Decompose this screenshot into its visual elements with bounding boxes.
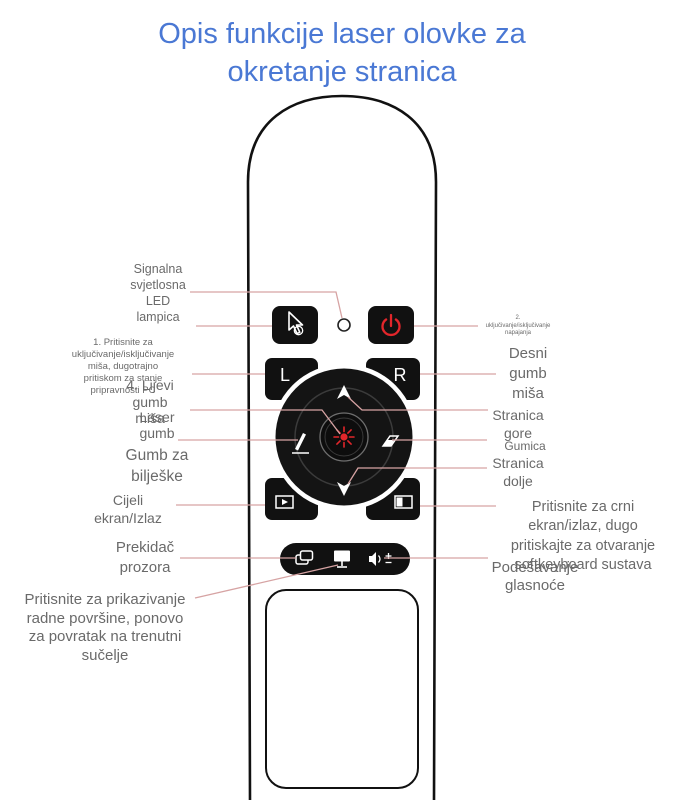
label-line: Podešavanje [491,559,579,576]
page-up-label: Stranica gore [478,406,558,442]
label-line: Desni [508,345,548,362]
black-screen-label: Pritisnite za crni ekran/izlaz, dugo pri… [487,498,679,575]
remote-bottom-panel [265,589,419,789]
mouse-toggle-button [272,306,318,344]
cursor-icon [288,311,304,336]
label-line: Gumb za [125,447,189,464]
power-icon [381,313,401,337]
pen-icon [292,433,309,454]
left-mouse-label: 4. Lijevi gumb miša [105,377,195,427]
eraser-icon [381,435,400,447]
label-line: uključivanje/isključivanje [71,349,175,360]
right-mouse-label: Desni gumb miša [488,344,568,404]
label-line: Pritisnite za prikazivanje [24,591,186,608]
label-line: svjetlosna [130,278,186,292]
label-line: 4. Lijevi [126,377,174,393]
eraser-label: Gumica [490,439,560,453]
label-line: miša, dugotrajno [87,361,159,372]
title-line: okretanje stranica [227,56,457,88]
power-button [368,306,414,344]
volume-plus-minus-icon [369,552,392,566]
label-line: pritiskajte za otvaranje [510,537,656,554]
label-line: sučelje [81,647,129,665]
label-line: pripravnosti PC [90,385,156,396]
label-line: Gumica [504,439,546,453]
label-line: lampica [136,310,180,324]
notes-label: Gumb za bilješke [107,445,207,487]
label-line: Signalna [133,262,183,276]
monitor-icon [334,550,350,568]
label-line: gumb [139,425,175,441]
label-line: gumb [509,365,547,382]
label-line: bilješke [131,468,183,485]
label-line: Prekidač [115,539,175,556]
label-line: pritiskom za stanje [83,373,163,384]
label-line: Laser [139,409,175,425]
led-indicator [337,318,351,332]
navigation-pad [271,364,417,510]
label-line: Cijeli [112,492,144,508]
label-line: softkeyboard sustava [514,556,652,573]
leader-line-led [190,291,343,319]
desktop-label: Pritisnite za prikazivanje radne površin… [5,591,205,666]
label-line: Stranica [492,407,544,423]
label-line: gumb [132,393,168,410]
label-line: 2. [515,315,521,321]
label-line: prozora [119,558,171,576]
label-line: za povratak na trenutni [28,628,182,646]
label-line: glasnoće [504,577,566,594]
label-line: napajanja [504,330,532,336]
windows-icon [295,550,314,565]
leader-line-desktop [194,564,339,599]
label-line: miša [135,410,165,426]
label-line: dolje [503,473,533,489]
power-label: 2. uključivanje/isključivanje napajanja [473,315,563,338]
label-line: Stranica [492,455,544,471]
leader-lines [176,291,496,599]
leader-line-page-up [347,396,488,411]
black-screen-icon [394,495,413,509]
label-line: ekran/izlaz, dugo [528,518,638,535]
arrow-down-icon [337,482,351,496]
led-lamp-label: Signalna svjetlosna LED lampica [98,261,218,325]
label-line: uključivanje/isključivanje [485,322,551,329]
arrow-up-icon [337,385,351,399]
page-title: Opis funkcije laser olovke za okretanje … [0,15,684,91]
mouse-toggle-label: 1. Pritisnite za uključivanje/isključiva… [48,337,198,397]
play-screen-icon [275,495,294,509]
laser-button [319,412,369,462]
fullscreen-label: Cijeli ekran/Izlaz [73,491,183,527]
label-line: radne površine, ponovo [26,609,184,627]
label-line: ekran/Izlaz [94,510,162,526]
volume-label: Podešavanje glasnoće [480,559,590,595]
bottom-button-bar [280,543,410,575]
window-switch-label: Prekidač prozora [95,538,195,577]
label-line: LED [145,294,171,308]
label-line: Pritisnite za crni [531,499,635,515]
label-line: 1. Pritisnite za [93,337,153,348]
title-line: Opis funkcije laser olovke za [158,18,526,50]
leader-line-laser [190,409,341,435]
label-line: miša [512,385,544,402]
left-button-letter: L [280,365,290,385]
page-down-label: Stranica dolje [478,454,558,490]
right-button-letter: R [394,365,407,385]
laser-label: Laser gumb [117,409,197,441]
label-line: gore [503,425,533,441]
leader-line-page-down [347,467,487,485]
